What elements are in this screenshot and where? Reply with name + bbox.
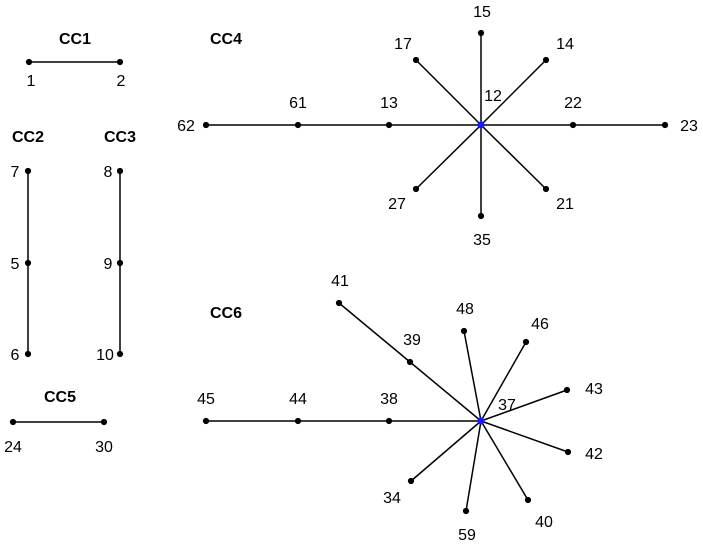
- node-label-44: 44: [289, 391, 307, 408]
- component-label-cc4: CC4: [210, 31, 242, 48]
- node-43: [563, 386, 571, 394]
- node-label-1: 1: [27, 73, 36, 90]
- node-35: [477, 212, 485, 220]
- node-48: [460, 327, 468, 335]
- edge-39-37: [409, 361, 482, 422]
- node-42: [564, 448, 572, 456]
- node-14: [542, 56, 550, 64]
- node-8: [116, 167, 124, 175]
- node-46: [522, 338, 530, 346]
- component-label-cc2: CC2: [12, 129, 44, 146]
- node-40: [524, 496, 532, 504]
- edge-37-48: [463, 330, 482, 422]
- node-10: [116, 350, 124, 358]
- node-label-23: 23: [680, 118, 698, 135]
- node-39: [406, 358, 414, 366]
- node-38: [385, 417, 393, 425]
- node-label-45: 45: [197, 391, 215, 408]
- node-label-14: 14: [556, 36, 574, 53]
- node-label-22: 22: [564, 95, 582, 112]
- node-label-30: 30: [95, 439, 113, 456]
- node-6: [24, 350, 32, 358]
- node-label-21: 21: [556, 196, 574, 213]
- node-label-41: 41: [331, 273, 349, 290]
- node-label-24: 24: [4, 439, 22, 456]
- node-27: [412, 185, 420, 193]
- node-15: [477, 29, 485, 37]
- node-label-42: 42: [585, 446, 603, 463]
- hub-node-12: [477, 121, 485, 129]
- node-label-27: 27: [388, 196, 406, 213]
- node-30: [100, 418, 108, 426]
- node-label-2: 2: [117, 73, 126, 90]
- node-label-61: 61: [289, 95, 307, 112]
- node-2: [116, 58, 124, 66]
- node-61: [294, 121, 302, 129]
- node-34: [407, 477, 415, 485]
- node-label-46: 46: [531, 316, 549, 333]
- node-label-34: 34: [383, 490, 401, 507]
- edge-12-27: [415, 124, 482, 190]
- component-label-cc5: CC5: [44, 389, 76, 406]
- edge-12-17: [415, 59, 482, 126]
- edge-12-14: [480, 59, 547, 126]
- node-label-9: 9: [104, 256, 113, 273]
- node-label-40: 40: [535, 514, 553, 531]
- node-44: [294, 417, 302, 425]
- node-21: [542, 185, 550, 193]
- node-label-17: 17: [394, 36, 412, 53]
- node-1: [25, 58, 33, 66]
- node-label-15: 15: [473, 4, 491, 21]
- node-label-6: 6: [11, 347, 20, 364]
- node-17: [412, 56, 420, 64]
- edge-12-21: [480, 124, 547, 190]
- node-label-35: 35: [473, 232, 491, 249]
- edge-37-43: [480, 389, 568, 422]
- node-label-39: 39: [403, 332, 421, 349]
- edges-layer: [13, 33, 665, 512]
- node-13: [385, 121, 393, 129]
- node-label-5: 5: [11, 256, 20, 273]
- node-7: [24, 167, 32, 175]
- node-41: [335, 299, 343, 307]
- node-label-10: 10: [96, 347, 114, 364]
- node-label-38: 38: [380, 391, 398, 408]
- node-24: [9, 418, 17, 426]
- edge-37-46: [480, 341, 527, 422]
- node-label-13: 13: [380, 95, 398, 112]
- component-label-cc1: CC1: [59, 31, 91, 48]
- node-label-8: 8: [104, 164, 113, 181]
- edge-37-40: [480, 420, 529, 501]
- node-5: [24, 259, 32, 267]
- node-45: [202, 417, 210, 425]
- node-23: [661, 121, 669, 129]
- edge-41-39: [338, 302, 411, 363]
- node-label-7: 7: [11, 164, 20, 181]
- node-62: [202, 121, 210, 129]
- node-label-43: 43: [585, 381, 603, 398]
- edge-37-42: [480, 420, 569, 453]
- node-9: [116, 259, 124, 267]
- node-label-48: 48: [456, 301, 474, 318]
- node-label-12: 12: [484, 88, 502, 105]
- edge-37-34: [410, 420, 482, 482]
- node-22: [569, 121, 577, 129]
- node-59: [462, 507, 470, 515]
- hub-node-37: [477, 417, 485, 425]
- component-label-cc6: CC6: [210, 305, 242, 322]
- node-label-62: 62: [177, 118, 195, 135]
- node-label-59: 59: [458, 527, 476, 544]
- edge-37-59: [465, 420, 482, 512]
- nodes-layer: [9, 29, 669, 515]
- component-label-cc3: CC3: [104, 129, 136, 146]
- node-label-37: 37: [498, 397, 516, 414]
